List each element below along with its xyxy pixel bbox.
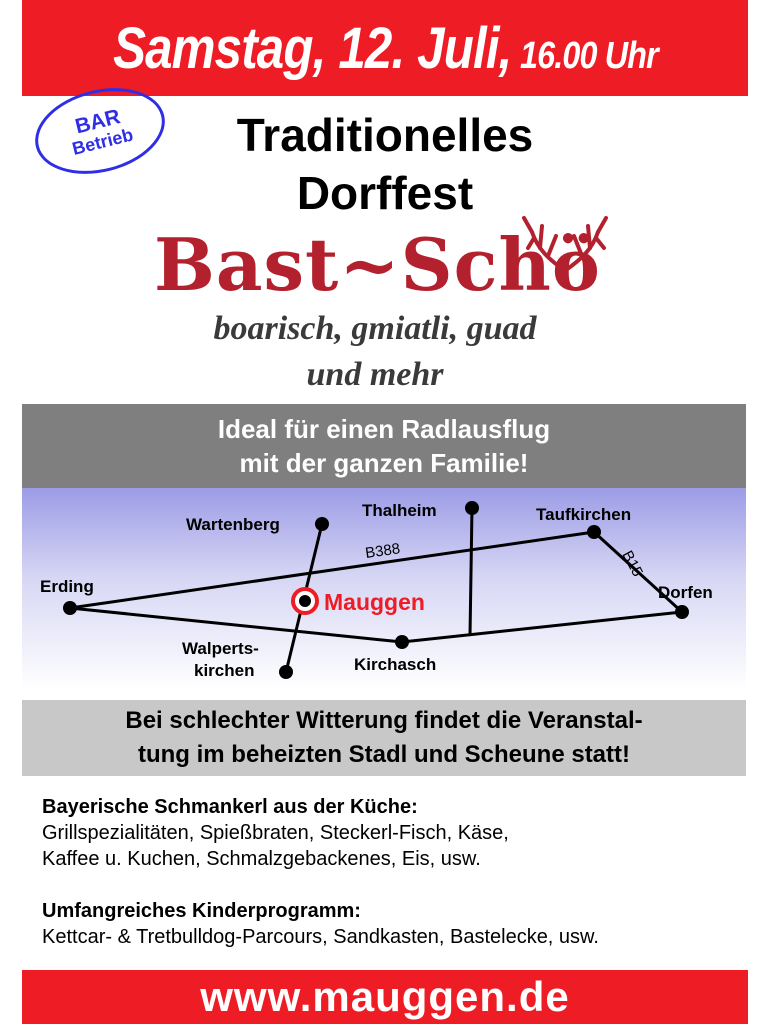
weather-notice: Bei schlechter Witterung findet die Vera… — [22, 700, 746, 776]
weather-line1: Bei schlechter Witterung findet die Vera… — [125, 707, 643, 734]
food-line2: Kaffee u. Kuchen, Schmalzgebackenes, Eis… — [42, 848, 481, 870]
promo-line2: mit der ganzen Familie! — [239, 448, 529, 478]
date-banner: Samstag, 12. Juli,16.00 Uhr — [22, 0, 748, 96]
route-map: Wartenberg Thalheim Taufkirchen Erding D… — [22, 488, 746, 690]
label-dorfen: Dorfen — [658, 583, 713, 602]
event-time: 16.00 Uhr — [519, 34, 659, 77]
road-kirchasch-dorfen — [401, 610, 683, 644]
town-dot-thalheim — [465, 501, 479, 515]
food-heading: Bayerische Schmankerl aus der Küche: — [42, 796, 418, 818]
label-erding: Erding — [40, 577, 94, 596]
label-b388: B388 — [364, 540, 401, 562]
map-svg: Wartenberg Thalheim Taufkirchen Erding D… — [40, 501, 713, 680]
label-thalheim: Thalheim — [362, 501, 437, 520]
town-dot-walpertskirchen — [279, 665, 293, 679]
town-dot-wartenberg — [315, 517, 329, 531]
label-taufkirchen: Taufkirchen — [536, 505, 631, 524]
spacer — [42, 872, 742, 898]
kids-line1: Kettcar- & Tretbulldog-Parcours, Sandkas… — [42, 926, 599, 948]
town-dot-mauggen-inner — [299, 595, 311, 607]
town-dot-kirchasch — [395, 635, 409, 649]
road-thalheim — [468, 507, 474, 637]
website-link[interactable]: www.mauggen.de — [200, 973, 570, 1020]
title-line1: Traditionelles — [236, 109, 534, 161]
antlers-icon — [522, 216, 608, 272]
weather-line2: tung im beheizten Stadl und Scheune stat… — [137, 741, 631, 768]
event-title: Traditionelles Dorffest — [140, 106, 630, 222]
promo-box: Ideal für einen Radlausflug mit der ganz… — [22, 404, 746, 488]
label-wartenberg: Wartenberg — [186, 515, 280, 534]
town-dot-dorfen — [675, 605, 689, 619]
road-b15 — [592, 530, 684, 614]
label-mauggen: Mauggen — [324, 589, 425, 615]
kids-heading: Umfangreiches Kinderprogramm: — [42, 900, 361, 922]
date-text: Samstag, 12. Juli, — [112, 15, 512, 81]
url-banner: www.mauggen.de — [22, 970, 748, 1024]
label-kirchasch: Kirchasch — [354, 655, 436, 674]
road-erding-kirchasch — [69, 606, 403, 644]
logo-name: Bast~Schö — [154, 222, 601, 307]
promo-line1: Ideal für einen Radlausflug — [217, 414, 551, 444]
food-line1: Grillspezialitäten, Spießbraten, Stecker… — [42, 822, 509, 844]
logo-tagline2: und mehr — [306, 356, 444, 393]
event-date: Samstag, 12. Juli,16.00 Uhr — [112, 15, 659, 82]
label-walperts: Walperts- — [182, 639, 259, 658]
road-b388 — [69, 530, 595, 610]
program-info: Bayerische Schmankerl aus der Küche: Gri… — [42, 794, 742, 950]
logo-tagline1: boarisch, gmiatli, guad — [213, 310, 537, 347]
title-line2: Dorffest — [296, 167, 474, 219]
label-kirchen: kirchen — [194, 661, 254, 680]
town-dot-erding — [63, 601, 77, 615]
bast-scho-logo: Bast~Schö boarisch, gmiatli, guad und me… — [140, 218, 610, 398]
town-dot-taufkirchen — [587, 525, 601, 539]
